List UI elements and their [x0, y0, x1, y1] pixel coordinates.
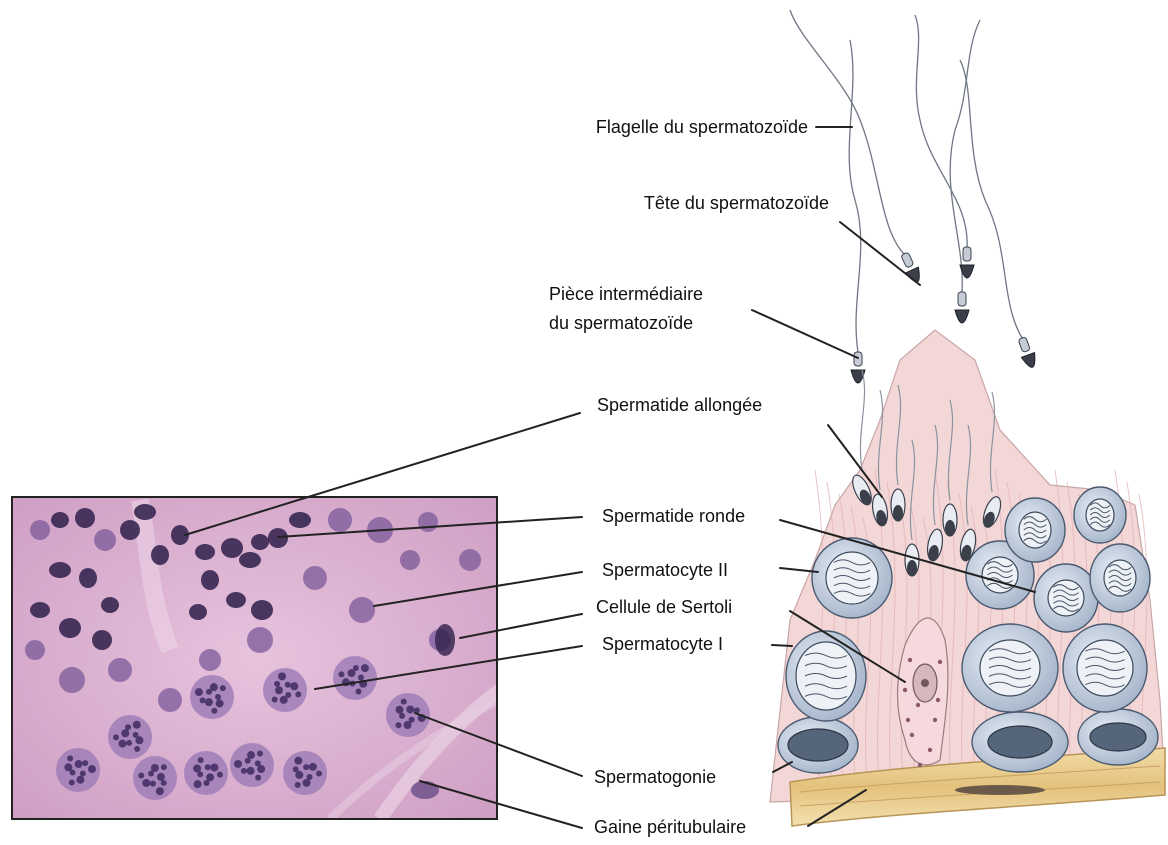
nucleus	[303, 566, 327, 590]
spermatocyte-2	[1090, 544, 1150, 612]
dark-nucleus	[134, 504, 156, 520]
dark-nucleus	[289, 512, 311, 528]
spermatogonium	[778, 717, 858, 773]
nucleus	[418, 512, 438, 532]
sertoli-granule	[910, 733, 914, 737]
spermatocyte-2	[1034, 564, 1098, 632]
spermatocyte-nucleus	[263, 668, 307, 712]
dark-nucleus	[201, 570, 219, 590]
nucleus	[459, 549, 481, 571]
spermatocyte-nucleus	[190, 675, 234, 719]
spermatocyte-1	[786, 631, 866, 721]
label-spermatide-ronde: Spermatide ronde	[602, 505, 745, 527]
spermatozoon	[915, 15, 974, 278]
spermatogonium	[972, 712, 1068, 772]
spermatocyte-nucleus	[184, 751, 228, 795]
sertoli-granule	[916, 703, 920, 707]
nucleus	[25, 640, 45, 660]
sertoli-granule	[918, 763, 922, 767]
nucleus	[247, 627, 273, 653]
dark-nucleus	[435, 624, 455, 656]
dark-nucleus	[151, 545, 169, 565]
spermatozoon	[849, 40, 865, 383]
label-piece-line1: Pièce intermédiaire	[549, 283, 703, 305]
label-spermatogonie: Spermatogonie	[594, 766, 716, 788]
micrograph	[12, 497, 500, 819]
label-tete: Tête du spermatozoïde	[480, 192, 829, 214]
spermatocyte-nucleus	[283, 751, 327, 795]
label-spermatocyte-1: Spermatocyte I	[602, 633, 723, 655]
nucleus	[94, 529, 116, 551]
dark-nucleus	[189, 604, 207, 620]
nucleus	[400, 550, 420, 570]
nucleus	[108, 658, 132, 682]
dark-nucleus	[221, 538, 243, 558]
dark-nucleus	[195, 544, 215, 560]
dark-nucleus	[101, 597, 119, 613]
epithelium-schematic	[770, 10, 1165, 826]
dark-nucleus	[59, 618, 81, 638]
spermatozoon	[790, 10, 924, 285]
dark-nucleus	[79, 568, 97, 588]
spermatocyte-nucleus	[230, 743, 274, 787]
spermatocyte-2	[812, 538, 892, 618]
spermatocyte-2	[1074, 487, 1126, 543]
nucleus	[349, 597, 375, 623]
spermatocyte-1	[1063, 624, 1147, 712]
sertoli-granule	[933, 718, 937, 722]
dark-nucleus	[120, 520, 140, 540]
nucleus	[328, 508, 352, 532]
label-sertoli: Cellule de Sertoli	[596, 596, 732, 618]
label-flagelle: Flagelle du spermatozoïde	[470, 116, 808, 138]
dark-nucleus	[49, 562, 71, 578]
sertoli-granule	[906, 718, 910, 722]
dark-nucleus	[92, 630, 112, 650]
dark-nucleus	[251, 600, 273, 620]
spermatocyte-1	[962, 624, 1058, 712]
spermatogonium	[1078, 709, 1158, 765]
dark-nucleus	[251, 534, 269, 550]
label-gaine: Gaine péritubulaire	[594, 816, 746, 838]
nucleus	[199, 649, 221, 671]
dark-nucleus	[30, 602, 50, 618]
spermatocyte-2	[1005, 498, 1065, 562]
sertoli-granule	[908, 658, 912, 662]
nucleus	[59, 667, 85, 693]
spermatocyte-nucleus	[386, 693, 430, 737]
nucleus	[411, 781, 439, 799]
sertoli-granule	[928, 748, 932, 752]
spermatozoon	[960, 60, 1039, 370]
spermatocyte-nucleus	[333, 656, 377, 700]
dark-nucleus	[239, 552, 261, 568]
nucleus	[30, 520, 50, 540]
sertoli-granule	[938, 660, 942, 664]
label-piece-line2: du spermatozoïde	[549, 312, 693, 334]
sertoli-granule	[903, 688, 907, 692]
dark-nucleus	[51, 512, 69, 528]
spermatocyte-nucleus	[108, 715, 152, 759]
dark-nucleus	[75, 508, 95, 528]
nucleus	[158, 688, 182, 712]
spermatocyte-nucleus	[133, 756, 177, 800]
dark-nucleus	[226, 592, 246, 608]
sertoli-granule	[936, 698, 940, 702]
spermatocyte-nucleus	[56, 748, 100, 792]
label-spermatocyte-2: Spermatocyte II	[602, 559, 728, 581]
label-spermatide-allongee: Spermatide allongée	[597, 394, 762, 416]
